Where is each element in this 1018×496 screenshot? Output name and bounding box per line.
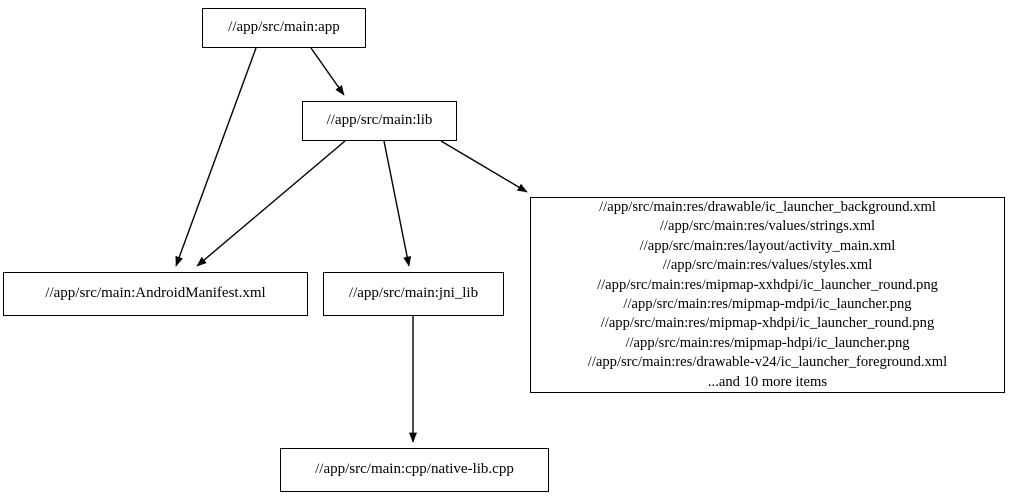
node-android-manifest-label: //app/src/main:AndroidManifest.xml	[45, 285, 266, 302]
node-resources[interactable]: //app/src/main:res/drawable/ic_launcher_…	[530, 197, 1005, 393]
node-android-manifest[interactable]: //app/src/main:AndroidManifest.xml	[3, 272, 308, 316]
edge-lib-to-resources	[440, 140, 528, 193]
edge-lib-to-jni-lib	[383, 140, 412, 267]
node-lib-label: //app/src/main:lib	[326, 112, 433, 129]
edge-app-to-manifest	[175, 47, 257, 267]
node-app[interactable]: //app/src/main:app	[202, 8, 366, 48]
node-jni-lib-label: //app/src/main:jni_lib	[348, 285, 479, 302]
edge-lib-to-manifest	[196, 140, 346, 267]
node-native-lib-cpp-label: //app/src/main:cpp/native-lib.cpp	[315, 461, 514, 478]
node-jni-lib[interactable]: //app/src/main:jni_lib	[323, 272, 504, 316]
node-resources-label: //app/src/main:res/drawable/ic_launcher_…	[587, 198, 948, 390]
node-native-lib-cpp[interactable]: //app/src/main:cpp/native-lib.cpp	[280, 448, 549, 492]
node-app-label: //app/src/main:app	[228, 19, 340, 36]
edge-app-to-lib	[310, 47, 345, 96]
node-lib[interactable]: //app/src/main:lib	[302, 101, 457, 141]
